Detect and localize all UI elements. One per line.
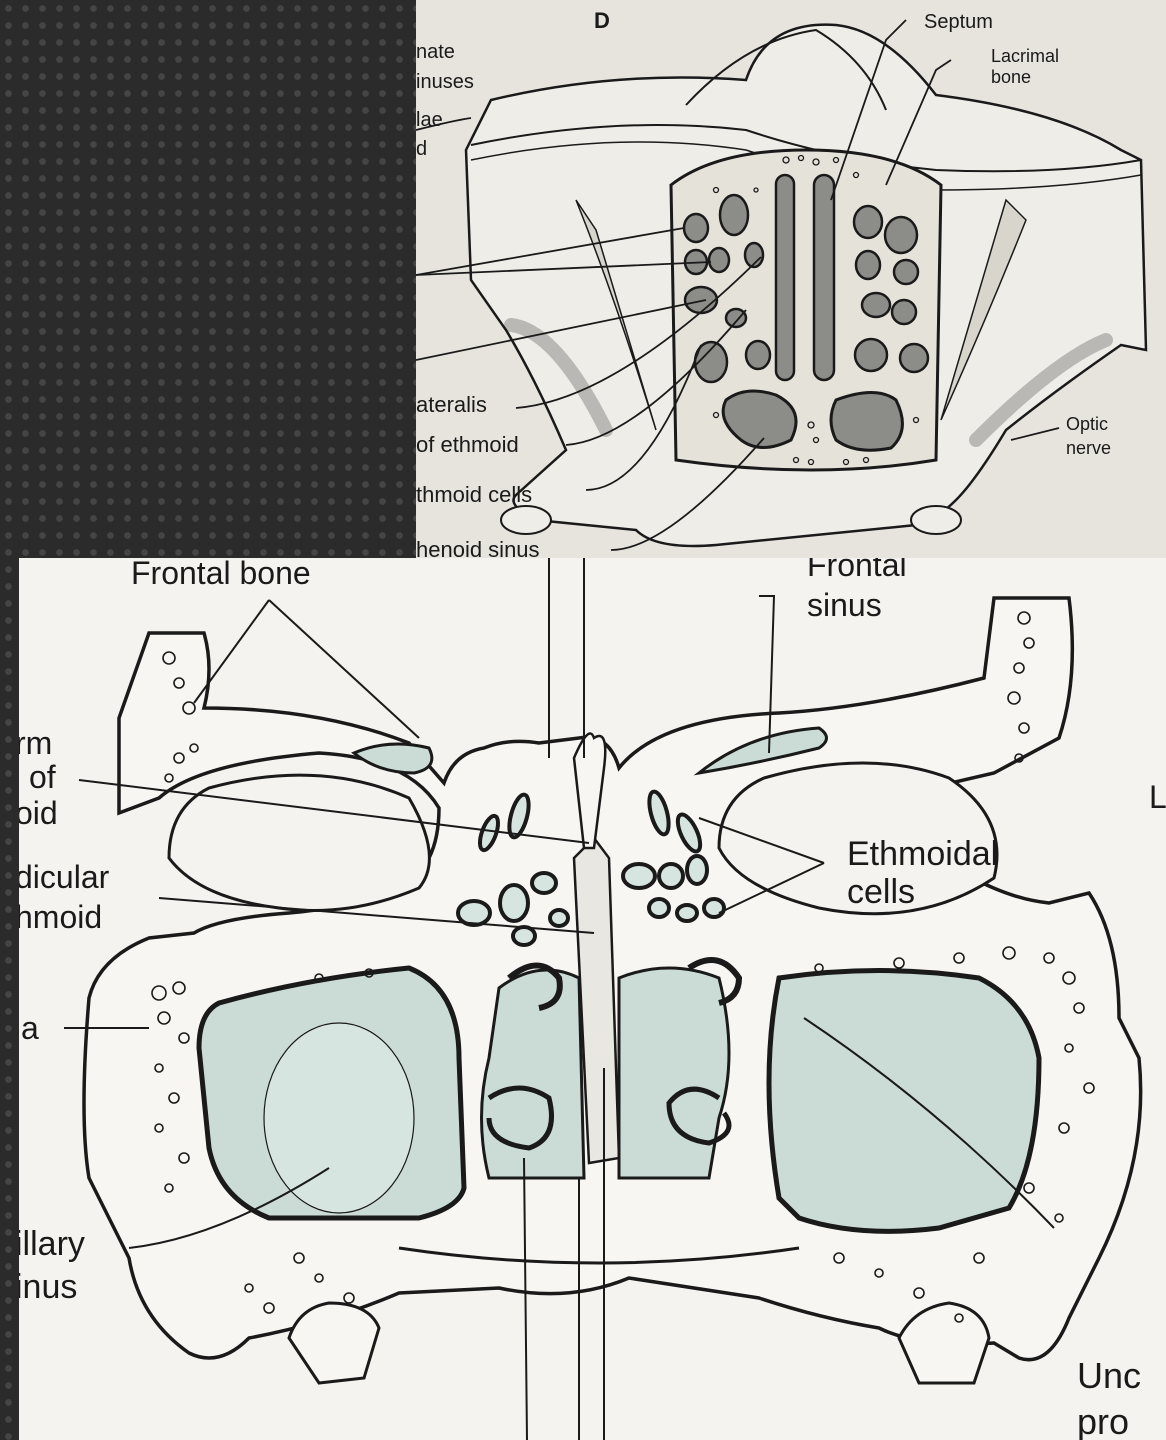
septum-label: Septum <box>924 11 993 33</box>
top-figure-drawing: D Septum Lacrimal bone nate inuses lae d… <box>416 0 1166 567</box>
top-figure-panel: D Septum Lacrimal bone nate inuses lae d… <box>416 0 1166 567</box>
lamellae-label-line2: d <box>416 138 427 160</box>
maxillary-sinus-label-line1: illary <box>19 1225 85 1263</box>
lamellae-label-line1: lae <box>416 109 443 131</box>
septum-bar-left <box>776 175 794 380</box>
maxillary-sinus-label-line2: inus <box>19 1268 77 1306</box>
uncinate-label-line2: inuses <box>416 71 474 93</box>
left-frontal-sinus <box>354 744 432 773</box>
arm-label-line1: rm <box>19 725 52 761</box>
sphenoid-sinus-right <box>831 393 902 451</box>
lacrimal-bone-label-line2: bone <box>991 67 1031 87</box>
bottom-figure-drawing: Frontal bone Frontal sinus rm of oid dic… <box>19 558 1166 1440</box>
septum-bar-right <box>814 175 834 380</box>
uncinate-label-line1: nate <box>416 41 455 63</box>
ethmoidal-cells-label-line2: cells <box>847 873 915 911</box>
optic-nerve-label-line2: nerve <box>1066 438 1111 458</box>
arm-label-line2: of <box>29 759 56 795</box>
left-optic-foramen <box>501 506 551 534</box>
edge-label-l: L <box>1149 779 1166 815</box>
ethmoidal-cells-label-line1: Ethmoidal <box>847 835 998 873</box>
lacrimal-bone-label-line1: Lacrimal <box>991 46 1059 66</box>
uncinate-process-label-line2: pro <box>1077 1401 1129 1440</box>
lateralis-label: ateralis <box>416 392 487 417</box>
perpendicular-plate-label-line2: hmoid <box>19 899 102 935</box>
optic-nerve-label-line1: Optic <box>1066 414 1108 434</box>
of-ethmoid-label: of ethmoid <box>416 432 519 457</box>
frontal-sinus-label-line2: sinus <box>807 587 882 623</box>
panel-letter: D <box>594 8 610 33</box>
edge-label-a: a <box>21 1010 39 1046</box>
frontal-sinus-label-line1: Frontal <box>807 558 907 583</box>
arm-label-line3: oid <box>19 795 58 831</box>
frontal-bone-label: Frontal bone <box>131 558 311 591</box>
nasal-cavity-right <box>619 968 729 1178</box>
ethmoid-cells-label: thmoid cells <box>416 482 532 507</box>
uncinate-process-label-line1: Unc <box>1077 1355 1141 1396</box>
left-maxillary-inner <box>264 1023 414 1213</box>
left-molar <box>289 1303 379 1383</box>
right-optic-foramen <box>911 506 961 534</box>
bottom-figure-panel: Frontal bone Frontal sinus rm of oid dic… <box>19 558 1166 1440</box>
right-maxillary-sinus <box>769 971 1039 1232</box>
perpendicular-plate-label-line1: dicular <box>19 859 110 895</box>
